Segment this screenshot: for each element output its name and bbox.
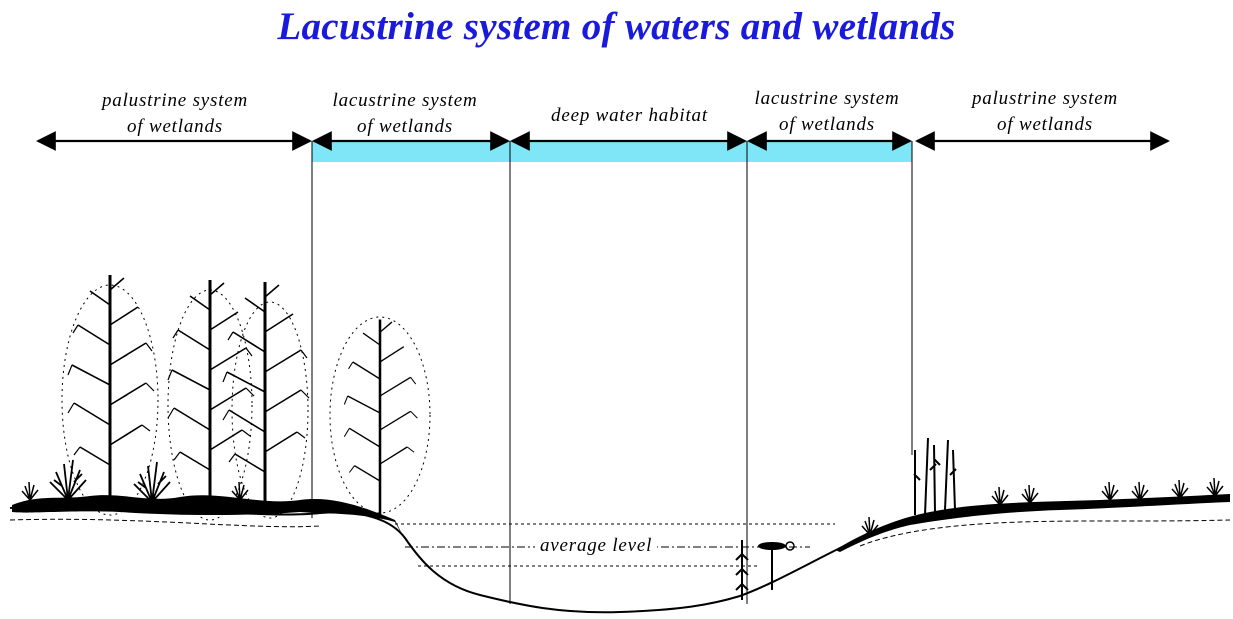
zone-label-line: of wetlands <box>779 114 875 135</box>
zone-label-line: lacustrine system <box>332 90 478 111</box>
deciduous-tree-icon <box>343 318 419 517</box>
reed-icon <box>913 437 957 516</box>
grass-tuft-icon <box>1206 477 1224 497</box>
undergrowth <box>12 495 405 540</box>
deciduous-tree-icon <box>66 273 156 507</box>
ground-dashed-edge <box>9 518 1231 547</box>
tree-crown <box>329 316 431 514</box>
zone-label-line: palustrine system <box>101 90 249 111</box>
deciduous-tree-icon <box>221 280 311 514</box>
zone-label-line: of wetlands <box>997 114 1093 135</box>
grass-tuft-icon <box>1101 481 1119 501</box>
shrub-icon <box>133 461 171 503</box>
zone-label-lacustrine-right: lacustrine system of wetlands <box>722 86 932 138</box>
zone-label-palustrine-right: palustrine system of wetlands <box>930 86 1160 138</box>
water-lily-icon <box>758 541 795 590</box>
shrub-icon <box>49 459 87 501</box>
grass-tuft-icon <box>1131 481 1149 501</box>
grass-tuft-icon <box>991 486 1009 506</box>
tree-crown <box>61 284 159 516</box>
grass-tuft-icon <box>21 481 39 501</box>
tree-crown <box>167 289 253 521</box>
tree-crown <box>231 301 309 519</box>
zone-label-line: lacustrine system <box>754 88 900 109</box>
grass-tuft-icon <box>1021 484 1039 504</box>
diagram-title: Lacustrine system of waters and wetlands <box>277 5 956 48</box>
deciduous-tree-icon <box>166 278 256 512</box>
grass-tuft-icon <box>231 481 249 501</box>
zone-label-deep-water: deep water habitat <box>512 103 747 129</box>
average-level-label: average level <box>535 535 658 557</box>
zone-label-line: palustrine system <box>971 88 1119 109</box>
grass-tuft-icon <box>1171 479 1189 499</box>
water-band <box>312 141 912 162</box>
zone-label-line: deep water habitat <box>551 105 708 126</box>
undergrowth <box>835 494 1230 552</box>
reed-icon <box>735 540 749 600</box>
